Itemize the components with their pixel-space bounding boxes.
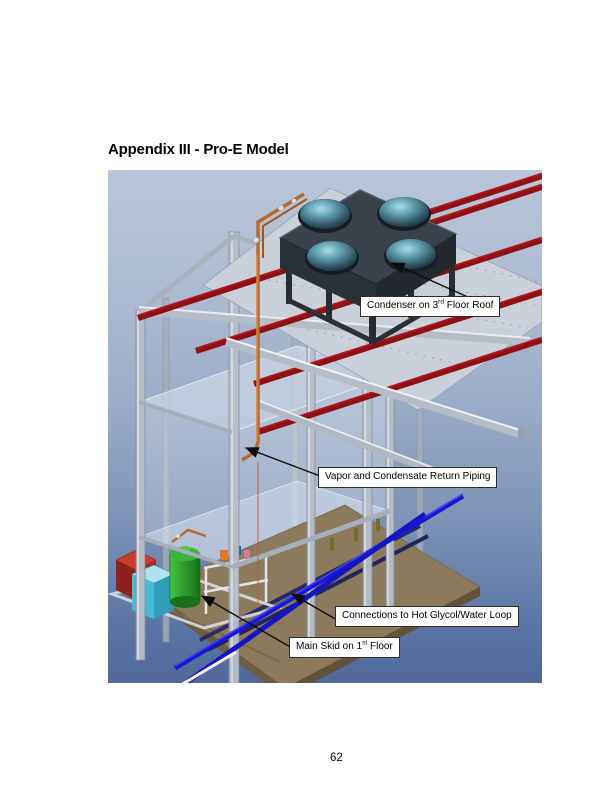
page-title: Appendix III - Pro-E Model — [108, 141, 289, 158]
callout-main-skid: Main Skid on 1st Floor — [289, 637, 400, 658]
callout-condenser-text: Condenser on 3 — [367, 300, 439, 311]
condenser-fans — [298, 197, 438, 275]
callout-arrows — [200, 262, 471, 649]
callout-condenser-sup: rd — [438, 298, 444, 306]
callout-glycol-connections-text: Connections to Hot Glycol/Water Loop — [342, 610, 512, 621]
callout-main-skid-sup: st — [362, 639, 368, 647]
page-number: 62 — [330, 752, 343, 764]
callout-vapor-piping: Vapor and Condensate Return Piping — [318, 467, 498, 488]
long-gray-beams — [224, 337, 525, 479]
callout-glycol-connections: Connections to Hot Glycol/Water Loop — [335, 606, 519, 627]
callout-condenser-suffix: Floor Roof — [443, 300, 494, 311]
pro-e-model-figure: Condenser on 3rd Floor Roof Vapor and Co… — [108, 170, 542, 683]
callout-condenser: Condenser on 3rd Floor Roof — [360, 296, 501, 317]
glycol-supply-pipes — [173, 493, 465, 683]
callout-main-skid-text: Main Skid on 1 — [296, 641, 363, 652]
callout-vapor-piping-text: Vapor and Condensate Return Piping — [325, 471, 491, 482]
callout-main-skid-suffix: Floor — [367, 641, 393, 652]
floor-valves — [330, 519, 380, 551]
